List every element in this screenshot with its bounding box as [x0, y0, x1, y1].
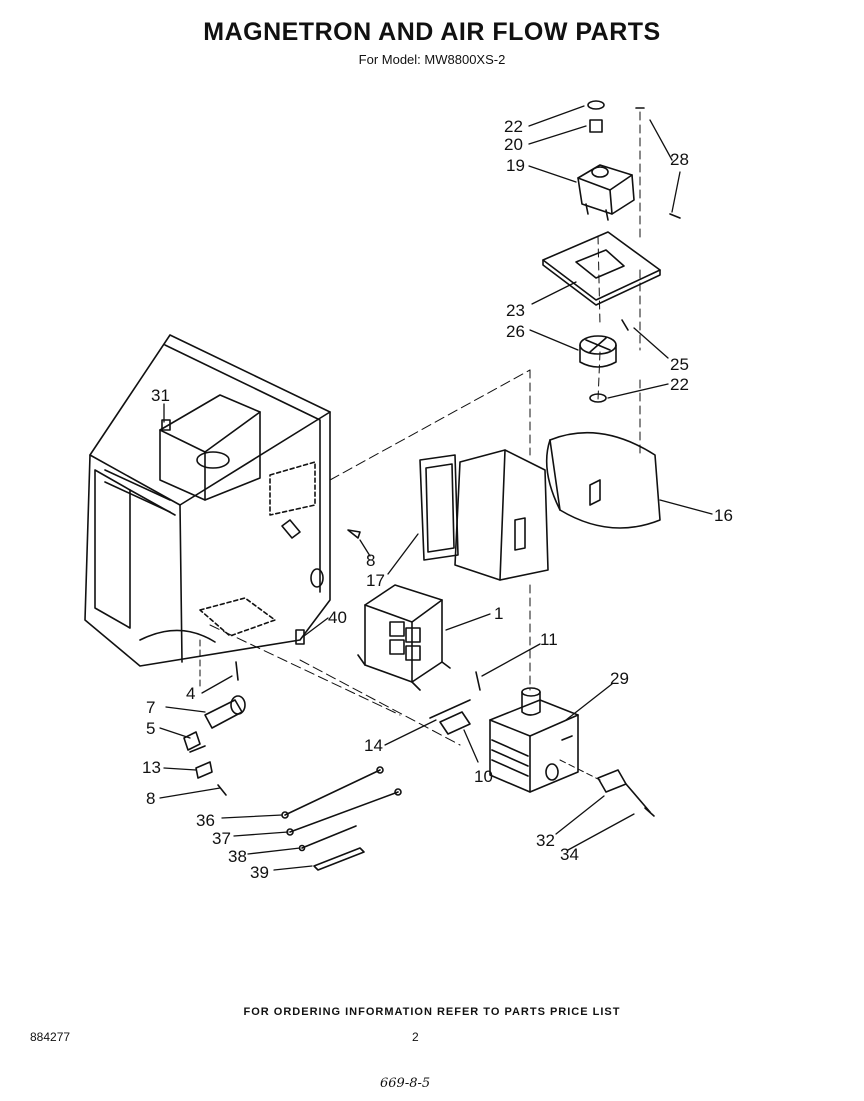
handwritten-note: 669-8-5: [380, 1076, 431, 1091]
exploded-parts-diagram: 22 20 19 28 23 26 25 22 16 31 8 17 1 40 …: [84, 100, 733, 882]
callout-14: 14: [364, 736, 383, 755]
callout-34: 34: [560, 845, 579, 864]
callout-5: 5: [146, 719, 155, 738]
page-title: MAGNETRON AND AIR FLOW PARTS: [203, 18, 661, 46]
mounting-plate: [542, 231, 661, 401]
callout-38: 38: [228, 847, 247, 866]
callout-37: 37: [212, 829, 231, 848]
diode-bracket: [299, 659, 481, 746]
ordering-note: FOR ORDERING INFORMATION REFER TO PARTS …: [243, 1006, 621, 1018]
loose-screws: [161, 213, 681, 645]
callout-28: 28: [670, 150, 689, 169]
callout-23: 23: [506, 301, 525, 320]
callout-8-bottom: 8: [146, 789, 155, 808]
thermal-protector: [559, 759, 655, 817]
callout-40: 40: [328, 608, 347, 627]
callout-39: 39: [250, 863, 269, 882]
callout-labels: 22 20 19 28 23 26 25 22 16 31 8 17 1 40 …: [142, 117, 733, 882]
document-number: 884277: [30, 1030, 71, 1044]
fuse-holder: [183, 624, 401, 796]
leader-lines: [159, 105, 713, 871]
callout-7: 7: [146, 698, 155, 717]
callout-36: 36: [196, 811, 215, 830]
callout-1: 1: [494, 604, 503, 623]
callout-22-top: 22: [504, 117, 523, 136]
model-subtitle: For Model: MW8800XS-2: [358, 52, 506, 67]
callout-19: 19: [506, 156, 525, 175]
callout-25: 25: [670, 355, 689, 374]
fan-motor-assembly: [577, 100, 645, 456]
wire-harnesses: [281, 766, 402, 871]
callout-13: 13: [142, 758, 161, 777]
page-number: 2: [412, 1030, 419, 1044]
cabinet-frame: [84, 334, 331, 667]
callout-31: 31: [151, 386, 170, 405]
callout-29: 29: [610, 669, 629, 688]
transformer: [357, 584, 451, 691]
callout-11: 11: [540, 630, 558, 649]
callout-20: 20: [504, 135, 523, 154]
magnetron: [489, 584, 579, 793]
callout-26: 26: [506, 322, 525, 341]
callout-4: 4: [186, 684, 195, 703]
callout-8-top: 8: [366, 551, 375, 570]
callout-32: 32: [536, 831, 555, 850]
fan-blade: [579, 335, 617, 403]
air-duct: [329, 369, 661, 581]
callout-16: 16: [714, 506, 733, 525]
callout-17: 17: [366, 571, 385, 590]
callout-22-bottom: 22: [670, 375, 689, 394]
callout-10: 10: [474, 767, 493, 786]
